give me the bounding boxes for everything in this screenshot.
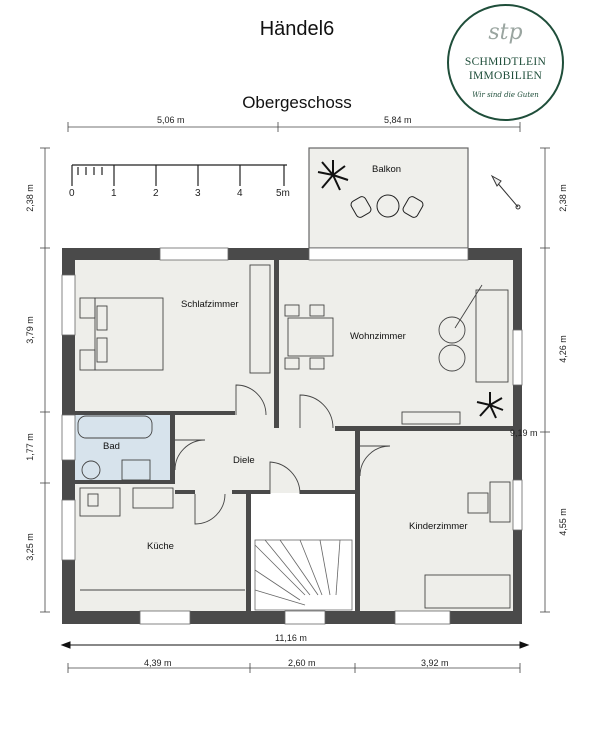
dimension-bottom: 2,60 m xyxy=(288,658,316,668)
logo-tagline: Wir sind die Guten xyxy=(472,91,539,99)
logo-mark: stp xyxy=(488,20,523,45)
windows xyxy=(61,247,523,625)
room-label-schlafzimmer: Schlafzimmer xyxy=(181,299,239,310)
dimension-bottom: 3,92 m xyxy=(421,658,449,668)
room-label-wohnzimmer: Wohnzimmer xyxy=(350,331,406,342)
total-width-arrow xyxy=(60,641,530,649)
dimension-left: 3,25 m xyxy=(24,533,35,561)
room-label-bad: Bad xyxy=(103,441,120,452)
room-label-kueche: Küche xyxy=(147,541,174,552)
scale-bar xyxy=(71,164,287,186)
dimension-total: 11,16 m xyxy=(275,633,307,643)
dimension-left: 3,79 m xyxy=(24,316,35,344)
doors xyxy=(174,384,391,525)
scale-label: 0 xyxy=(69,188,75,199)
dimension-bottom: 4,39 m xyxy=(144,658,172,668)
balcony-area xyxy=(308,147,469,249)
dimension-right: 9,19 m xyxy=(510,428,538,438)
bath-floor xyxy=(75,413,175,483)
company-logo: stp SCHMIDTLEIN IMMOBILIEN Wir sind die … xyxy=(447,4,564,121)
staircase xyxy=(254,539,353,611)
dimension-left: 1,77 m xyxy=(24,433,35,461)
plant-icon xyxy=(317,160,349,191)
dimension-top: 5,84 m xyxy=(384,115,412,125)
plan-title: Händel6 xyxy=(259,18,335,40)
dimension-right: 4,55 m xyxy=(557,508,568,536)
dimension-right: 2,38 m xyxy=(557,184,568,212)
dimension-right: 4,26 m xyxy=(557,335,568,363)
room-label-balkon: Balkon xyxy=(372,164,402,175)
north-arrow-icon xyxy=(490,174,521,210)
dimension-left: 2,38 m xyxy=(24,184,35,212)
scale-label: 5m xyxy=(276,188,290,199)
balcony-furniture xyxy=(350,194,424,218)
scale-label: 2 xyxy=(153,188,159,199)
floor-label: Obergeschoss xyxy=(242,93,352,112)
scale-label: 3 xyxy=(195,188,201,199)
logo-line1: SCHMIDTLEIN xyxy=(464,56,547,68)
room-label-diele: Diele xyxy=(233,455,255,466)
living-plant-icon xyxy=(476,392,504,419)
scale-label: 1 xyxy=(111,188,117,199)
floor-fills xyxy=(75,260,514,611)
furniture xyxy=(77,264,511,609)
dimension-top: 5,06 m xyxy=(157,115,185,125)
logo-line2: IMMOBILIEN xyxy=(468,70,543,82)
dimension-lines xyxy=(40,122,550,673)
scale-label: 4 xyxy=(237,188,243,199)
room-label-kinderzimmer: Kinderzimmer xyxy=(409,521,468,532)
inner-walls xyxy=(75,260,513,611)
